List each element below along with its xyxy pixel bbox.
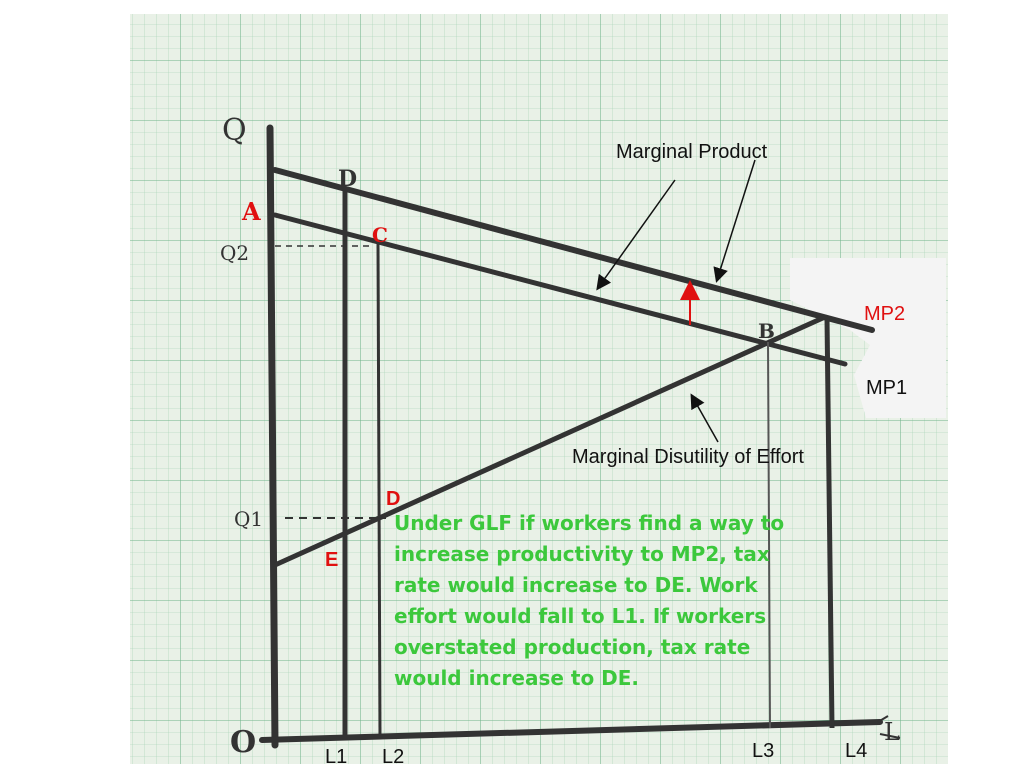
- marginal-disutility-label: Marginal Disutility of Effort: [572, 446, 804, 468]
- l4-label: L4: [845, 740, 867, 762]
- point-b-label: B: [758, 319, 775, 343]
- point-d-label: D: [386, 488, 400, 510]
- point-e-label: E: [325, 549, 338, 571]
- disutility-line: [272, 314, 828, 568]
- mp1-label: MP1: [866, 377, 907, 399]
- q2-label: Q2: [220, 241, 249, 265]
- mp2-line: [272, 167, 875, 333]
- l4-vertical: [824, 317, 835, 729]
- disutility-arrow: [690, 393, 719, 443]
- labor-axis-tail: [877, 715, 901, 739]
- explanation-note: Under GLF if workers find a way to incre…: [394, 511, 785, 690]
- point-c-label: C: [372, 223, 388, 247]
- quantity-axis-label: Q: [222, 113, 247, 148]
- label-patch: [790, 258, 946, 418]
- l2-vertical: [376, 243, 382, 739]
- marginal-product-arrow-left: [596, 179, 676, 291]
- marginal-product-arrow-right: [713, 159, 756, 283]
- l3-label: L3: [752, 740, 774, 762]
- point-d-top-label: D: [338, 166, 357, 192]
- labor-axis: [259, 719, 883, 743]
- l3-vertical: [767, 341, 771, 729]
- marginal-product-label: Marginal Product: [616, 141, 768, 163]
- mp2-label: MP2: [864, 303, 905, 325]
- quantity-axis: [266, 124, 279, 749]
- labor-axis-label: L: [884, 718, 900, 746]
- graph-grid: [130, 14, 948, 764]
- l2-label: L2: [382, 746, 404, 768]
- origin-label: O: [230, 725, 256, 760]
- l1-label: L1: [325, 746, 347, 768]
- q1-label: Q1: [234, 507, 263, 531]
- point-a-label: A: [241, 197, 261, 226]
- mp1-line: [272, 212, 848, 367]
